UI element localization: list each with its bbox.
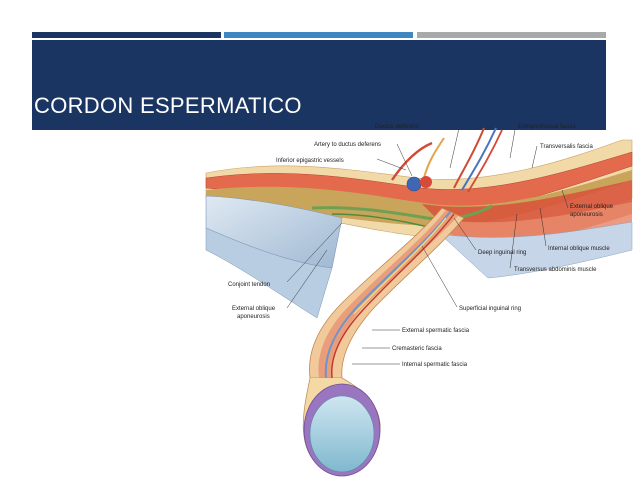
label-extraperitoneal-fascia: Extraperitoneal fascia [518, 124, 576, 130]
abdominal-wall-layers [205, 139, 633, 319]
accent-bar-blue [224, 32, 413, 38]
label-cremasteric-fascia: Cremasteric fascia [392, 346, 442, 352]
label-external-oblique-right-1: External oblique [570, 204, 614, 210]
slide-title: CORDON ESPERMATICO [34, 93, 302, 118]
label-artery-to-ductus: Artery to ductus deferens [314, 142, 381, 148]
label-conjoint-tendon: Conjoint tendon [228, 282, 270, 288]
label-transversalis-fascia: Transversalis fascia [540, 144, 593, 150]
label-transversus-abdominis: Transversus abdominis muscle [514, 267, 597, 273]
accent-bar-navy [32, 32, 221, 38]
label-ductus-deferens: Ductus deferens [375, 124, 419, 130]
label-deep-inguinal-ring: Deep inguinal ring [478, 250, 526, 256]
accent-bar-gray [417, 32, 606, 38]
label-internal-spermatic-fascia: Internal spermatic fascia [402, 362, 468, 368]
label-internal-oblique: Internal oblique muscle [548, 246, 610, 252]
label-inferior-epigastric: Inferior epigastric vessels [276, 158, 344, 164]
label-external-spermatic-fascia: External spermatic fascia [402, 328, 470, 334]
leader-lines [286, 123, 569, 365]
label-external-oblique-right-2: aponeurosis [570, 212, 603, 218]
deep-vessels [391, 127, 503, 193]
title-banner [32, 40, 606, 130]
testis [303, 383, 381, 477]
label-external-oblique-left-2: aponeurosis [237, 314, 270, 320]
label-external-oblique-left-1: External oblique [232, 306, 276, 312]
diagram-labels: Ductus deferens Artery to ductus deferen… [228, 124, 614, 368]
spermatic-cord-illustration: Ductus deferens Artery to ductus deferen… [192, 118, 638, 479]
label-superficial-inguinal-ring: Superficial inguinal ring [459, 306, 521, 312]
